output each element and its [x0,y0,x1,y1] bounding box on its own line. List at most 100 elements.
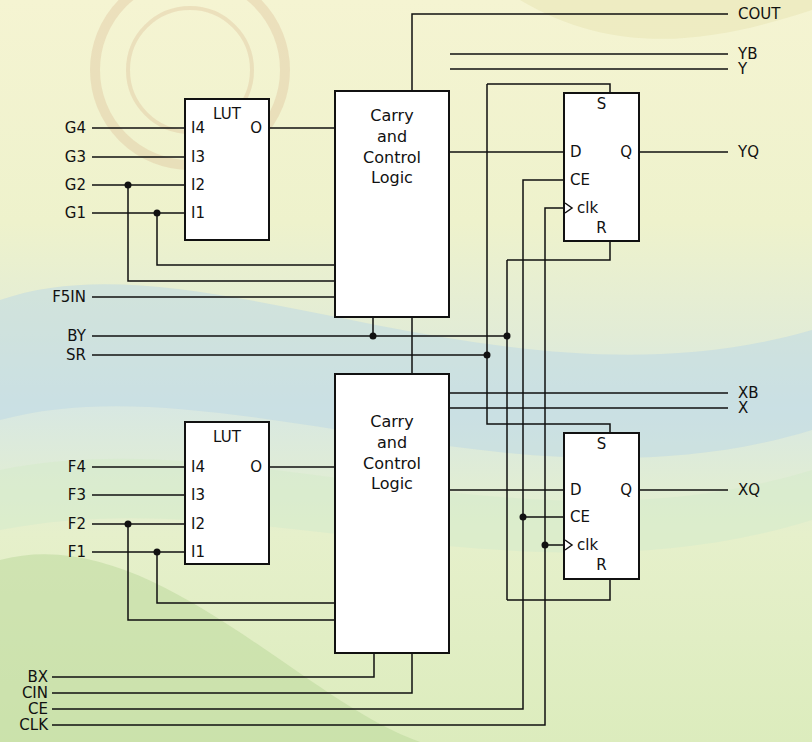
signal-name: XB [738,386,759,401]
wire [92,494,184,496]
junction-dot [154,210,161,217]
connector [270,127,334,129]
wire [640,151,728,153]
pin-label: R [596,558,606,573]
pin-label: D [570,145,582,160]
wire [52,654,374,677]
wire [92,156,184,158]
box-fill [563,92,640,242]
junction-dot [125,182,132,189]
wire [450,68,728,70]
junction-dot [125,521,132,528]
signal-name: COUT [738,7,780,22]
junction-dot [154,549,161,556]
connector [450,151,563,153]
pin-label: I3 [191,488,205,503]
clock-triangle [565,203,572,213]
block-title: Carry and Control Logic [363,412,421,495]
wire [92,296,334,298]
block-title: Carry and Control Logic [363,106,421,189]
carry-logic-box: Carry and Control Logic [334,90,450,318]
pin-label: I2 [191,517,205,532]
junction-dot [520,514,527,521]
wire [92,523,184,525]
wire [92,551,184,553]
pin-label: I4 [191,121,205,136]
wire [52,208,563,725]
signal-name: YB [738,47,757,62]
signal-name: G3 [65,150,86,165]
flip-flop-box: S D Q CE clkR [563,432,640,580]
wire [412,14,728,90]
signal-name: G2 [65,178,86,193]
signal-name: Y [738,62,747,77]
wire [52,180,563,709]
pin-label: I3 [191,150,205,165]
wire [92,466,184,468]
box-fill [184,421,270,565]
pin-label: I4 [191,460,205,475]
box-fill [184,98,270,241]
connector [270,466,334,468]
background-swoosh [520,0,812,39]
pin-label: Q [620,145,632,160]
pin-label: I1 [191,545,205,560]
pin-label: O [250,121,262,136]
signal-name: G4 [65,121,86,136]
pin-label: CE [570,510,590,525]
block-title: LUT [213,107,241,122]
pin-label: Q [620,483,632,498]
pin-label: O [250,460,262,475]
block-title: LUT [213,430,241,445]
signal-name: CE [28,702,48,717]
wire [92,212,184,214]
junction-dot [542,542,549,549]
box-fill [334,90,450,318]
junction-dot [484,352,491,359]
signal-name: CLK [19,718,48,733]
lut-box: LUT I4I3I2I1 O [184,98,270,241]
wire [487,84,610,432]
junction-dot [504,333,511,340]
wire [92,127,184,129]
pin-label: R [596,221,606,236]
signal-name: F5IN [52,290,86,305]
wire [640,489,728,491]
lut-box: LUT I4I3I2I1 O [184,421,270,565]
box-fill [334,373,450,654]
wire [450,407,728,409]
connector [450,489,563,491]
signal-name: XQ [738,483,760,498]
signal-name: BX [27,670,48,685]
wire [523,516,563,518]
junction-dot [370,333,377,340]
signal-name: X [738,401,748,416]
wire [52,654,412,693]
pin-label: CE [570,173,590,188]
flip-flop-box: SDQCEclkR [563,92,640,242]
wire [92,354,487,356]
wire [92,184,184,186]
clock-triangle [565,540,572,550]
signal-name: F2 [68,517,86,532]
signal-name: F3 [68,488,86,503]
signal-name: CIN [22,686,48,701]
wire [487,84,610,92]
connector [411,318,413,373]
pin-label: I1 [191,206,205,221]
pin-label: S [597,97,607,112]
pin-label: clk [577,538,598,553]
pin-label: I2 [191,178,205,193]
signal-name: SR [66,348,86,363]
pin-label: S [597,437,607,452]
wire [450,392,728,394]
pin-label: D [570,483,582,498]
wire [506,260,508,600]
signal-name: BY [67,329,86,344]
wire [128,524,334,620]
signal-name: YQ [738,145,759,160]
signal-name: F4 [68,460,86,475]
